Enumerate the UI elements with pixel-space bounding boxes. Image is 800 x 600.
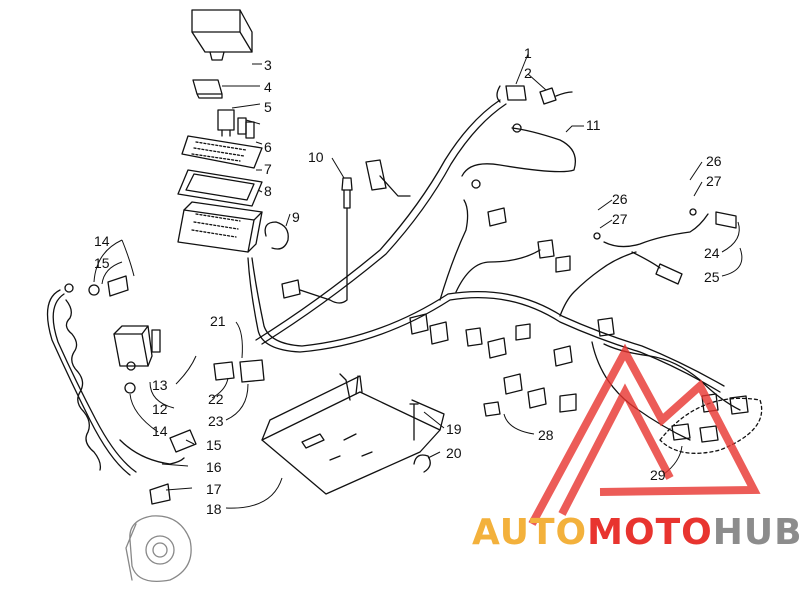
callout-10: 10 [308,149,324,165]
bolt-19 [409,403,419,441]
callout-26-upper: 26 [706,153,722,169]
fuse-board [181,135,263,169]
fuse-box-body [177,201,263,253]
cable-16 [119,439,185,465]
callout-26-lower: 26 [612,191,628,207]
watermark-moto: MOTO [587,512,713,553]
callout-13: 13 [152,377,168,393]
callout-28: 28 [538,427,554,443]
callout-20: 20 [446,445,462,461]
clip-20 [413,454,431,473]
ground-cable-11 [461,123,577,189]
callouts: 1 2 3 4 5 6 7 8 9 10 11 26 27 26 27 24 2… [94,45,722,517]
callout-9: 9 [292,209,300,225]
callout-16: 16 [206,459,222,475]
nut-14a [88,284,100,296]
watermark-auto: AUTO [472,512,588,553]
callout-22: 22 [208,391,224,407]
callout-17: 17 [206,481,222,497]
starter-motor [125,515,192,583]
boot-15b [169,429,197,453]
connector-cluster-29 [671,393,749,443]
callout-15-lower: 15 [206,437,222,453]
connector-10-harness [365,159,411,197]
callout-27-upper: 27 [706,173,722,189]
callout-4: 4 [264,79,272,95]
clip-ring [264,221,289,250]
callout-5: 5 [264,99,272,115]
watermark-logo [528,343,761,526]
main-harness [247,99,741,441]
connector-23 [239,359,265,383]
callout-14-lower: 14 [152,423,168,439]
callout-14-upper: 14 [94,233,110,249]
mounting-plate-18 [261,373,445,495]
connector-cluster-28 [483,373,577,417]
nut-14b [124,382,136,394]
harness-connectors [281,207,615,367]
leader-lines [93,53,743,509]
mini-relay [217,109,247,137]
sensors-24-25 [593,208,737,285]
callout-12: 12 [152,401,168,417]
callout-24: 24 [704,245,720,261]
connector-1-2 [496,85,573,105]
callout-6: 6 [264,139,272,155]
dashed-detail-29 [659,397,763,454]
sensor-10 [299,177,353,304]
callout-18: 18 [206,501,222,517]
callout-15-upper: 15 [94,255,110,271]
callout-25: 25 [704,269,720,285]
callout-7: 7 [264,161,272,177]
callout-23: 23 [208,413,224,429]
solenoid [113,325,161,371]
callout-27-lower: 27 [612,211,628,227]
callout-8: 8 [264,183,272,199]
callout-29: 29 [650,467,666,483]
fuse [245,121,255,139]
callout-2: 2 [524,65,532,81]
callout-21: 21 [210,313,226,329]
fuse-box-gasket [177,169,263,207]
watermark-hub: HUB [712,512,800,553]
boot-15a [107,275,129,297]
relay-small [192,79,223,99]
battery-cable [46,283,137,476]
boot-17 [149,483,171,505]
callout-19: 19 [446,421,462,437]
fuse-box-cover [191,9,253,61]
callout-1: 1 [524,45,532,61]
watermark-text: AUTOMOTOHUB [472,512,800,553]
connector-22 [213,361,235,381]
callout-3: 3 [264,57,272,73]
callout-11: 11 [586,117,601,133]
